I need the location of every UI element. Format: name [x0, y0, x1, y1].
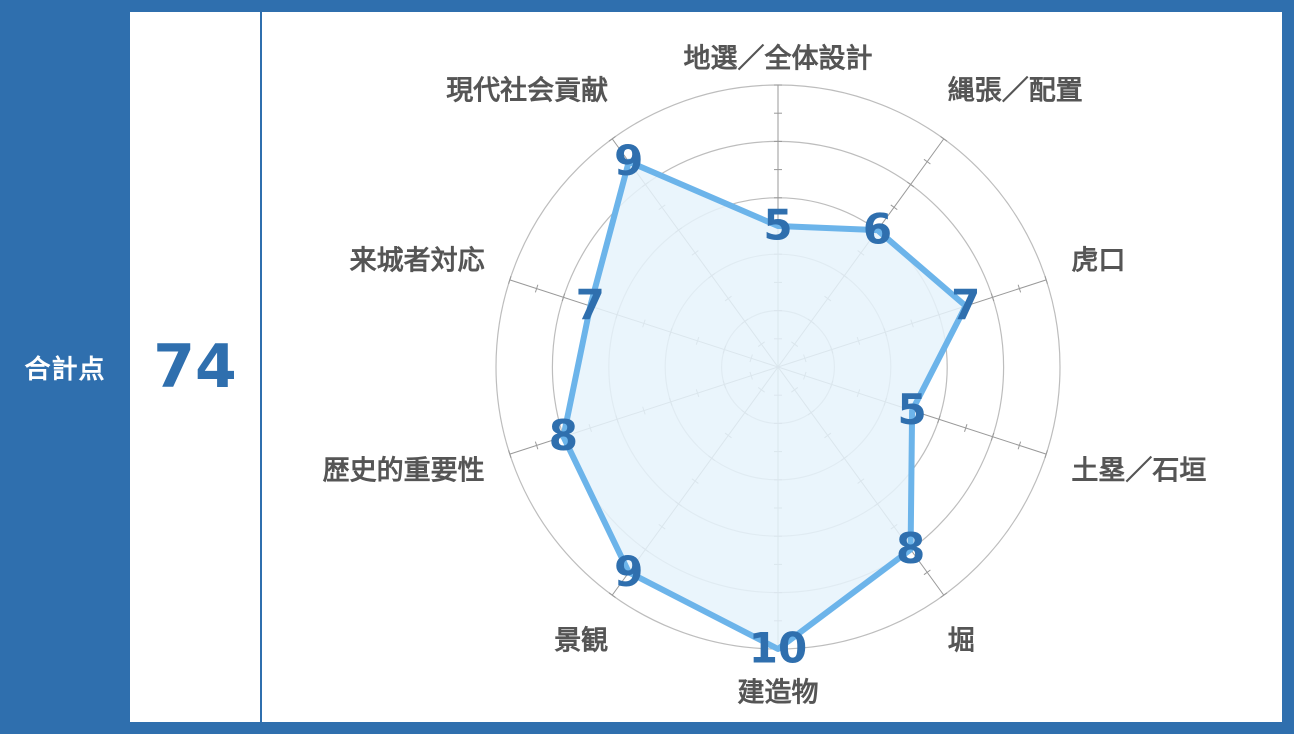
spoke-tick [907, 181, 915, 188]
spoke-tick [1044, 450, 1048, 459]
spoke-tick [1044, 275, 1048, 284]
category-label: 縄張／配置 [948, 75, 1083, 106]
category-label: 建造物 [738, 678, 819, 709]
data-value-label: 5 [897, 385, 926, 434]
spoke-tick [937, 415, 941, 424]
panel-divider [260, 12, 262, 722]
category-label: 堀 [948, 626, 975, 657]
category-label: 虎口 [1071, 245, 1125, 276]
total-score-panel: 74 [130, 12, 260, 722]
category-label: 地選／全体設計 [684, 43, 873, 75]
series-area [560, 158, 969, 652]
data-value-label: 5 [763, 201, 792, 250]
spoke-tick [534, 284, 539, 293]
category-label: 景観 [554, 625, 608, 657]
data-value-label: 9 [614, 547, 643, 596]
spoke-tick [534, 441, 539, 450]
spoke-tick [508, 275, 512, 284]
spoke-tick [923, 569, 931, 576]
category-label: 土塁／石垣 [1071, 456, 1206, 487]
data-value-label: 8 [896, 524, 925, 573]
spoke-tick [940, 136, 948, 142]
spoke-tick [508, 450, 512, 459]
spoke-tick [940, 592, 948, 598]
spoke-tick [608, 136, 616, 142]
category-label: 現代社会貢献 [446, 74, 608, 106]
spoke-tick [990, 432, 995, 441]
data-value-label: 9 [614, 136, 643, 185]
spoke-tick [1017, 441, 1022, 450]
data-value-label: 8 [549, 411, 578, 460]
spoke-tick [990, 293, 995, 302]
total-label: 合計点 [24, 354, 106, 385]
data-value-label: 10 [749, 624, 807, 673]
data-value-label: 6 [863, 205, 892, 254]
data-value-label: 7 [576, 281, 605, 330]
total-label-panel: 合計点 [0, 0, 130, 734]
spoke-tick [608, 592, 616, 598]
category-label: 歴史的重要性 [323, 455, 485, 487]
spoke-tick [964, 424, 968, 432]
radar-chart-panel: 地選／全体設計縄張／配置虎口土塁／石垣堀建造物 景観 歴史的重要性 来城者対応 現代社会… [262, 12, 1282, 722]
spoke-tick [561, 293, 566, 302]
data-value-label: 7 [951, 281, 980, 330]
spoke-tick [1017, 284, 1022, 293]
spoke-tick [923, 158, 931, 165]
total-score: 74 [153, 332, 237, 402]
category-label: 来城者対応 [350, 244, 485, 276]
spoke-tick [890, 204, 898, 211]
